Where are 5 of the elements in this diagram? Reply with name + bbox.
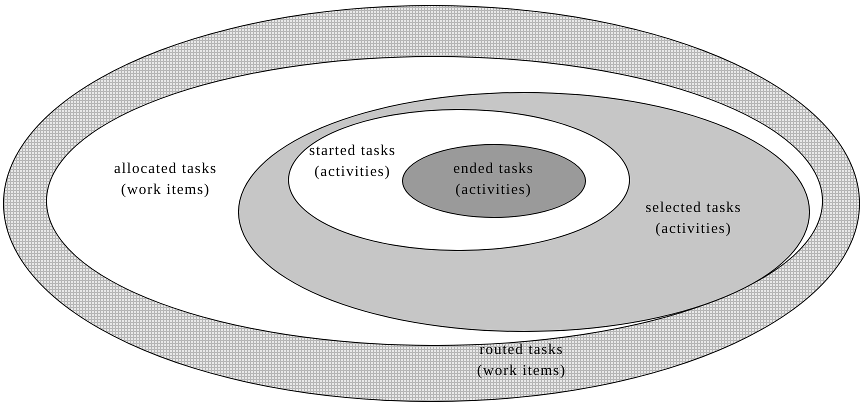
- set-label: allocated tasks (work items): [113, 160, 218, 200]
- set-label: selected tasks (activities): [644, 198, 743, 238]
- set-label: started tasks (activities): [308, 142, 397, 182]
- set-label: routed tasks (work items): [476, 340, 568, 380]
- set-label: ended tasks (activities): [452, 160, 535, 200]
